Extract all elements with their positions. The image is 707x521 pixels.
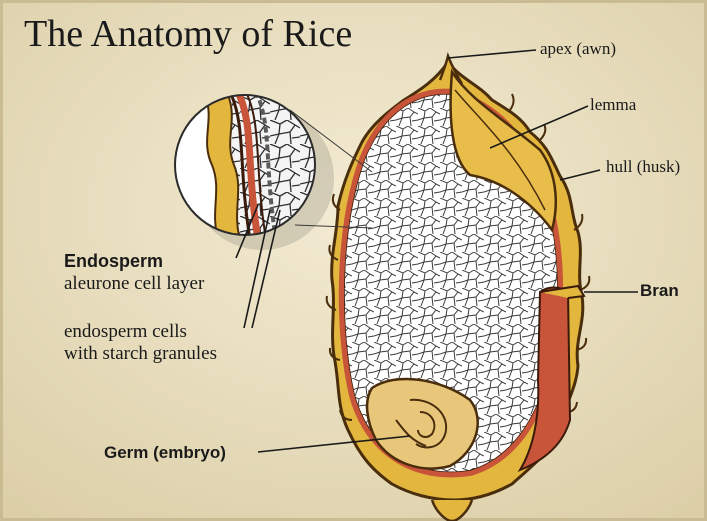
label-endosperm-cells-1: endosperm cells: [64, 322, 187, 343]
label-endosperm-heading: Endosperm: [64, 252, 163, 272]
label-endosperm-cells-2: with starch granules: [64, 344, 217, 365]
label-hull: hull (husk): [606, 158, 680, 177]
label-aleurone: aleurone cell layer: [64, 274, 204, 295]
label-bran: Bran: [640, 282, 679, 301]
label-germ: Germ (embryo): [104, 444, 226, 463]
label-apex: apex (awn): [540, 40, 616, 59]
label-lemma: lemma: [590, 96, 636, 115]
diagram-title: The Anatomy of Rice: [24, 14, 352, 56]
